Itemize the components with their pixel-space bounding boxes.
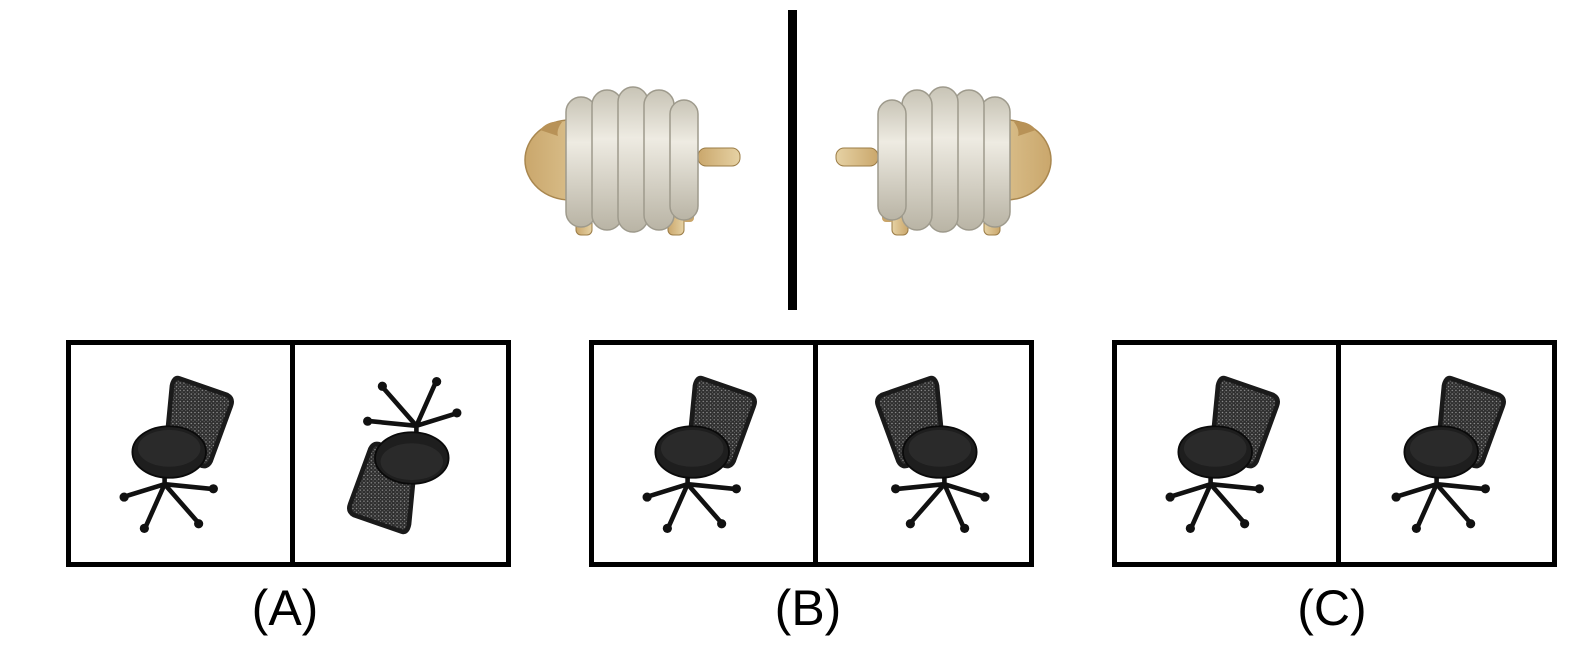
option-b-label: (B) (774, 580, 842, 636)
office-chair-icon (71, 345, 285, 562)
option-b-right-cell (818, 345, 1032, 562)
office-chair-icon (1117, 345, 1331, 562)
option-c-panel[interactable] (1112, 340, 1557, 567)
office-chair-icon (1341, 345, 1555, 562)
office-chair-icon (818, 345, 1032, 562)
option-a-label: (A) (251, 580, 319, 636)
mirror-divider (788, 10, 797, 310)
option-b-panel[interactable] (589, 340, 1034, 567)
office-chair-flipped-icon (295, 345, 509, 562)
panel-divider (290, 345, 295, 562)
option-a-left-cell (71, 345, 285, 562)
panel-divider (1336, 345, 1341, 562)
option-a-panel[interactable] (66, 340, 511, 567)
option-c-label: (C) (1297, 580, 1367, 636)
option-c-right-cell (1341, 345, 1555, 562)
option-b-left-cell (594, 345, 808, 562)
panel-divider (813, 345, 818, 562)
toy-sheep-left (520, 85, 750, 245)
option-a-right-cell (295, 345, 509, 562)
office-chair-icon (594, 345, 808, 562)
toy-sheep-right-mirrored (826, 85, 1056, 245)
option-c-left-cell (1117, 345, 1331, 562)
